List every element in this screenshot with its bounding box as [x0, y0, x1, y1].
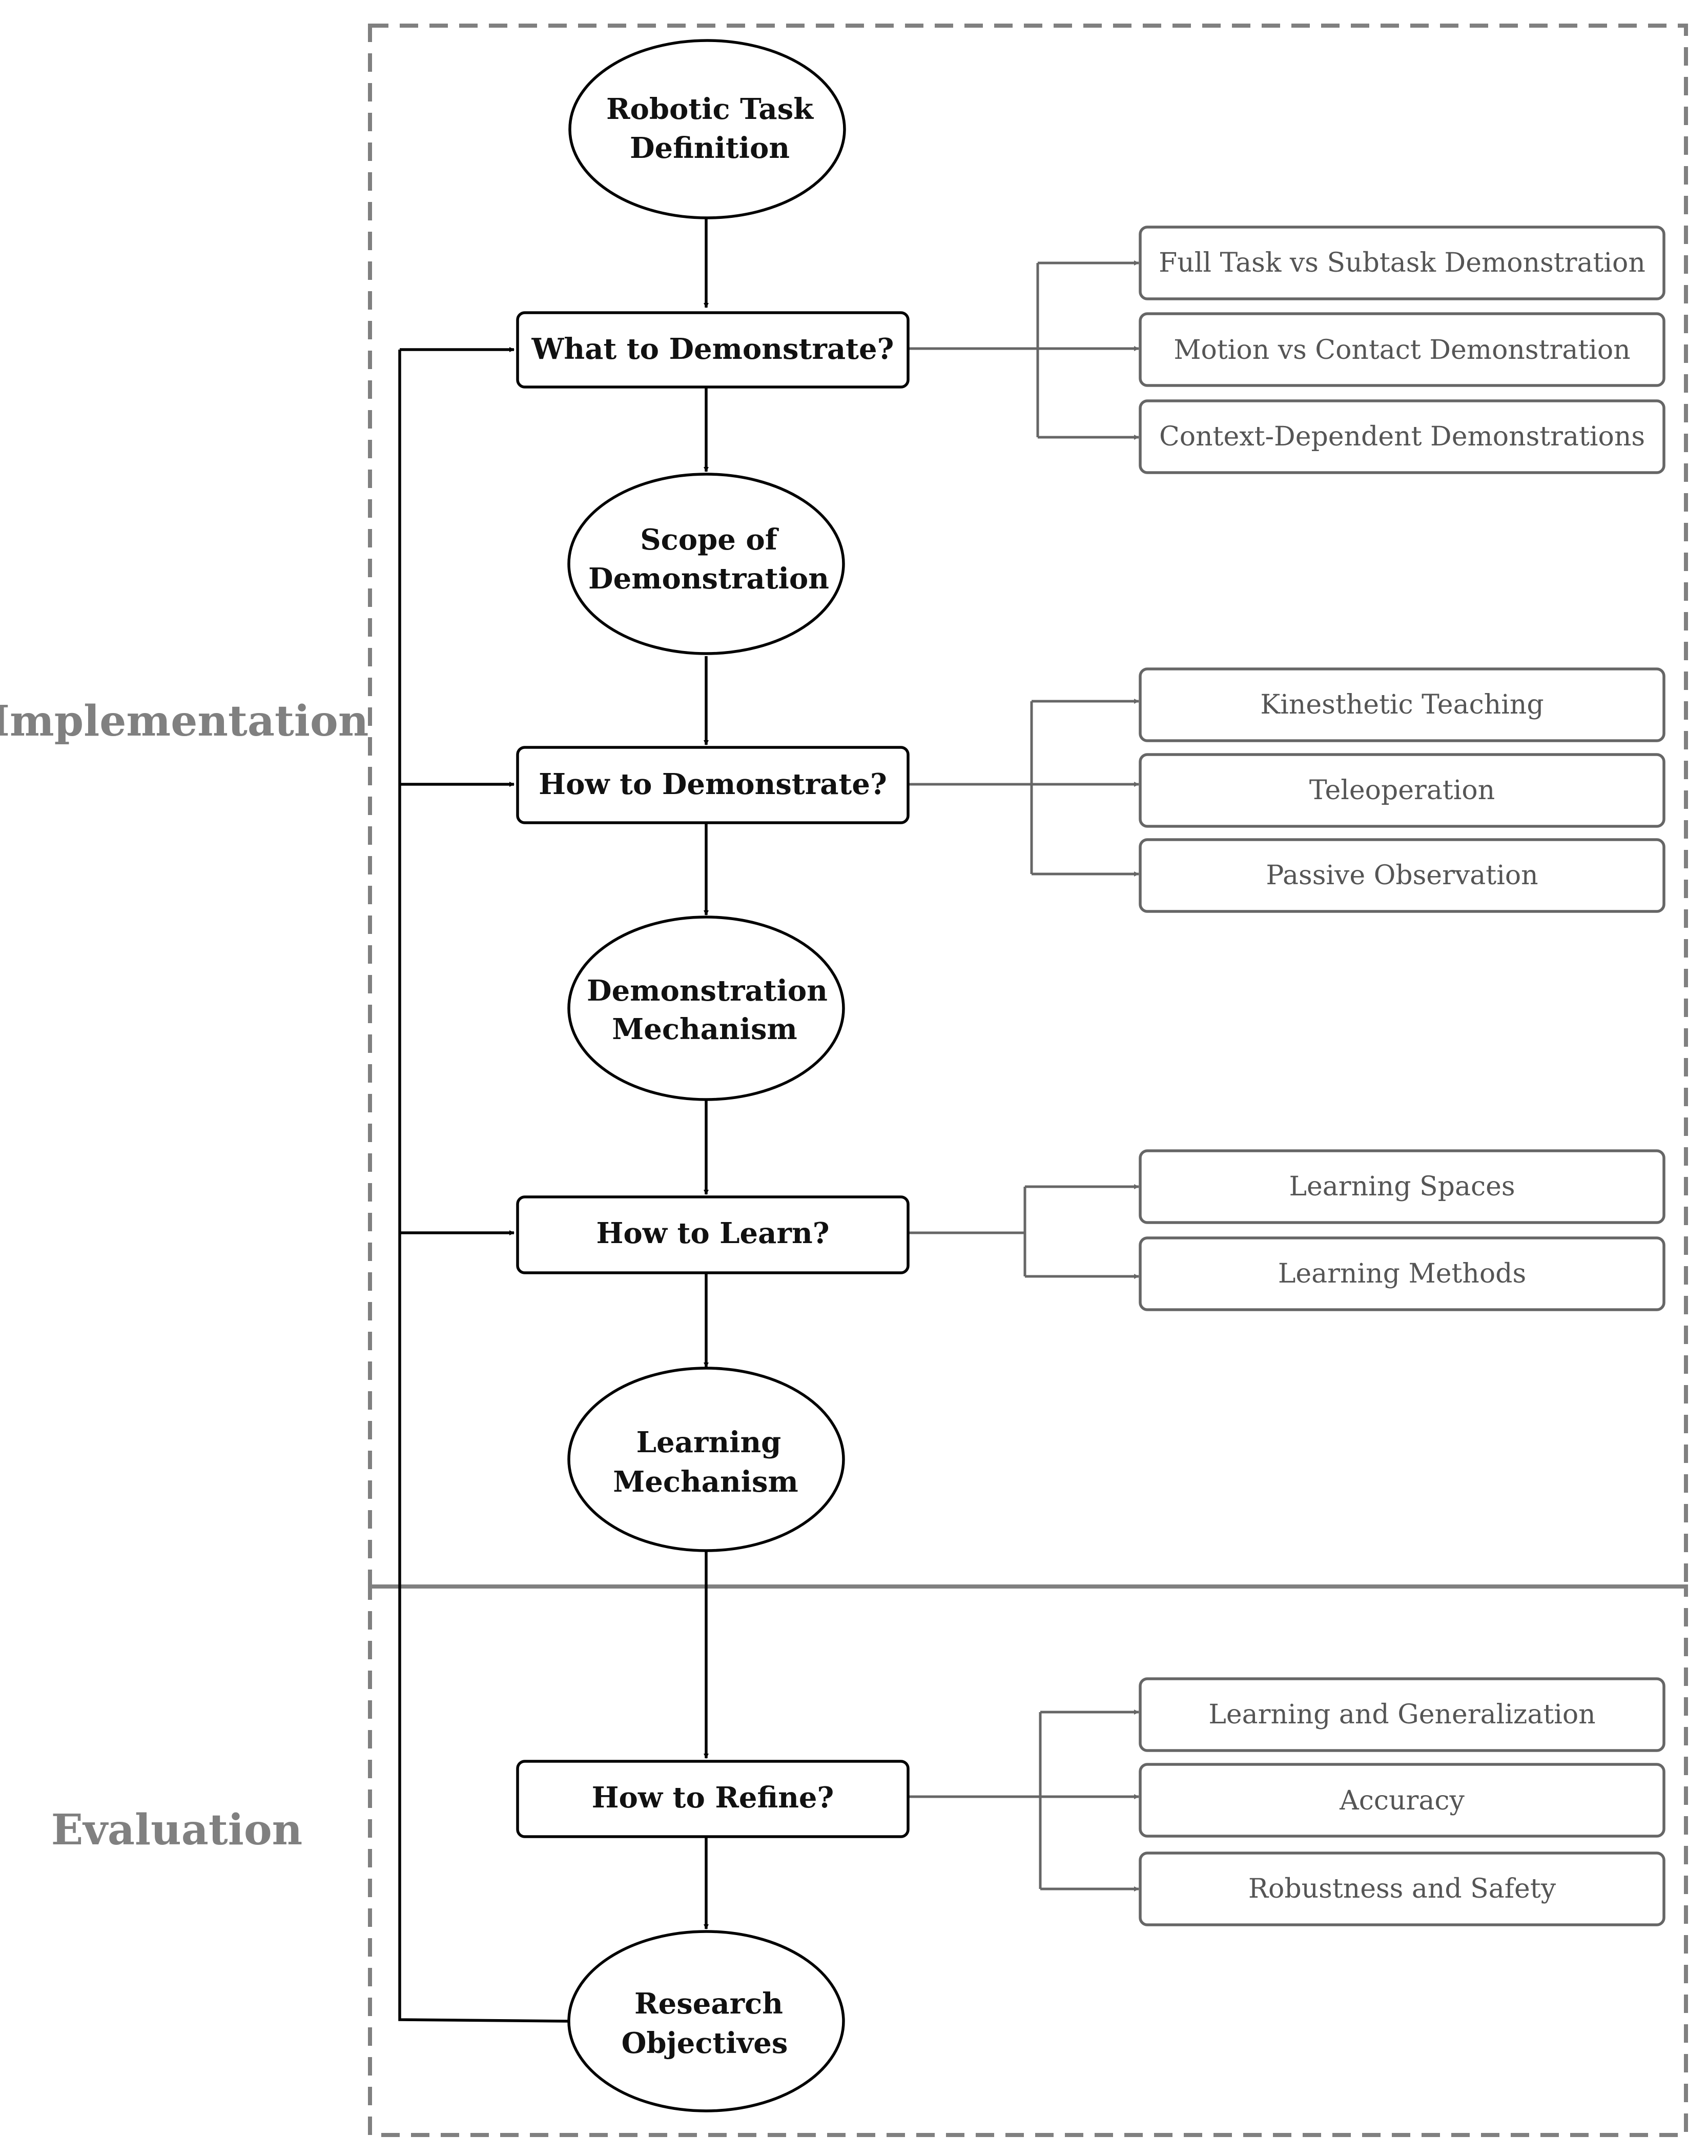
- branch-box-motion-vs-contact: Motion vs Contact Demonstration: [1139, 312, 1665, 387]
- branch-box-accuracy: Accuracy: [1139, 1763, 1665, 1838]
- node-what-to-demonstrate: What to Demonstrate?: [516, 311, 910, 389]
- node-label: How to Refine?: [592, 1781, 834, 1815]
- feedback-loop-line: [398, 350, 568, 2023]
- node-label-line-1: Research: [634, 1987, 783, 2021]
- node-label: What to Demonstrate?: [531, 332, 894, 366]
- node-scope-of-demonstration: Scope of Demonstration: [567, 473, 845, 655]
- branch-box-robustness-and-safety: Robustness and Safety: [1139, 1852, 1665, 1926]
- node-label-line-1: Demonstration: [587, 974, 828, 1008]
- branch-label: Teleoperation: [1309, 775, 1495, 806]
- node-robotic-task-definition: Robotic Task Definition: [568, 39, 846, 219]
- branch-label: Full Task vs Subtask Demonstration: [1159, 248, 1645, 278]
- node-label-line-1: Learning: [636, 1426, 781, 1459]
- branch-box-context-dependent: Context-Dependent Demonstrations: [1139, 399, 1665, 474]
- branch-label: Passive Observation: [1266, 860, 1538, 891]
- node-research-objectives: Research Objectives: [567, 1930, 845, 2112]
- node-label-line-1: Scope of: [640, 523, 779, 557]
- branch-label: Motion vs Contact Demonstration: [1174, 335, 1630, 365]
- node-how-to-demonstrate: How to Demonstrate?: [516, 746, 910, 824]
- branch-label: Accuracy: [1339, 1785, 1465, 1816]
- node-learning-mechanism: Learning Mechanism: [567, 1367, 845, 1552]
- node-label-line-1: Robotic Task: [606, 92, 814, 126]
- branch-box-full-task-vs-subtask: Full Task vs Subtask Demonstration: [1139, 226, 1665, 300]
- node-label-line-2: Objectives: [622, 2026, 788, 2060]
- evaluation-frame: [368, 1584, 1688, 2137]
- evaluation-label: Evaluation: [51, 1805, 303, 1855]
- branch-box-learning-spaces: Learning Spaces: [1139, 1149, 1665, 1224]
- branch-box-learning-methods: Learning Methods: [1139, 1236, 1665, 1311]
- implementation-label: Implementation: [0, 697, 368, 746]
- node-how-to-refine: How to Refine?: [516, 1760, 910, 1838]
- branch-label: Learning Spaces: [1289, 1171, 1515, 1202]
- branch-label: Kinesthetic Teaching: [1260, 689, 1544, 720]
- branch-box-learning-and-generalization: Learning and Generalization: [1139, 1677, 1665, 1752]
- node-label-line-2: Mechanism: [613, 1465, 798, 1499]
- branch-label: Learning and Generalization: [1208, 1699, 1595, 1730]
- node-label: How to Learn?: [596, 1216, 830, 1250]
- node-demonstration-mechanism: Demonstration Mechanism: [567, 916, 845, 1101]
- branch-box-passive-observation: Passive Observation: [1139, 838, 1665, 913]
- node-how-to-learn: How to Learn?: [516, 1195, 910, 1274]
- branch-box-teleoperation: Teleoperation: [1139, 753, 1665, 828]
- branch-label: Learning Methods: [1278, 1258, 1526, 1289]
- implementation-frame: [368, 24, 1688, 1589]
- node-label-line-2: Mechanism: [612, 1012, 797, 1046]
- branch-label: Context-Dependent Demonstrations: [1159, 421, 1645, 452]
- branch-label: Robustness and Safety: [1248, 1874, 1556, 1904]
- node-label: How to Demonstrate?: [539, 767, 887, 801]
- node-label-line-2: Definition: [630, 131, 790, 165]
- node-label-line-2: Demonstration: [588, 562, 829, 596]
- branch-box-kinesthetic-teaching: Kinesthetic Teaching: [1139, 667, 1665, 742]
